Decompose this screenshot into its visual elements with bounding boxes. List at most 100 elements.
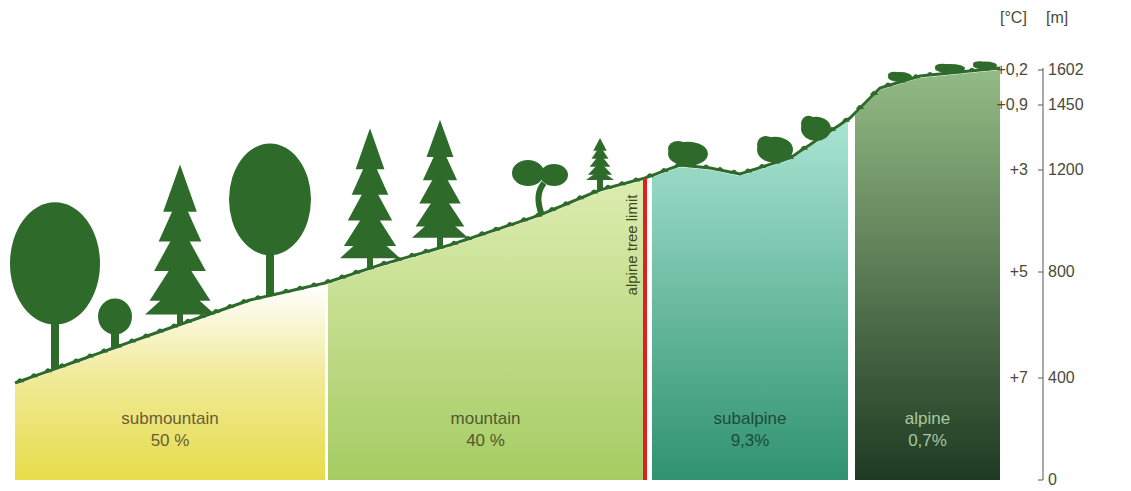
- zone-share: 50 %: [151, 430, 190, 452]
- shrub-tree: [935, 64, 965, 73]
- grass-tuft: [338, 274, 346, 278]
- grass-tuft: [86, 353, 94, 357]
- zone-band: alpine0,7%: [855, 404, 1000, 456]
- grass-tuft: [702, 165, 710, 169]
- grass-tuft: [170, 324, 178, 328]
- zone-band: mountain40 %: [328, 404, 643, 456]
- axis-tick: [1038, 105, 1043, 106]
- grass-tuft: [646, 173, 654, 177]
- axis-tick: [1038, 378, 1043, 379]
- axis-tick: [1038, 272, 1043, 273]
- grass-tuft: [800, 146, 808, 150]
- grass-tuft: [16, 378, 24, 382]
- grass-tuft: [716, 167, 724, 171]
- shrub-tree: [668, 141, 708, 166]
- zone-band: [652, 121, 848, 480]
- zone-band: subalpine9,3%: [652, 404, 848, 456]
- grass-tuft: [296, 286, 304, 290]
- oak-tree: [98, 299, 132, 348]
- ground-line: [15, 68, 1000, 383]
- spruce-tree: [586, 138, 614, 190]
- grass-tuft: [156, 329, 164, 333]
- grass-tuft: [240, 299, 248, 303]
- zone-band: submountain50 %: [15, 404, 325, 456]
- zone-fills: [15, 70, 1000, 480]
- grass-tuft: [926, 72, 934, 76]
- grass-tuft: [870, 91, 878, 95]
- grass-tuft: [548, 207, 556, 211]
- grass-tuft: [744, 168, 752, 172]
- grass-tuft: [352, 270, 360, 274]
- tree-limit-label: alpine tree limit: [623, 195, 641, 296]
- axis-value: 0: [1048, 471, 1057, 489]
- spruce-tree: [412, 120, 468, 248]
- zone-name: mountain: [451, 408, 521, 430]
- axis-unit: [°C]: [1000, 9, 1027, 27]
- shrub-tree: [801, 116, 831, 141]
- spruce-tree: [145, 165, 215, 325]
- grass-tuft: [506, 222, 514, 226]
- shrub-tree: [973, 61, 997, 69]
- grass-tuft: [58, 363, 66, 367]
- zone-share: 40 %: [466, 430, 505, 452]
- grass-tuft: [100, 348, 108, 352]
- axis-value: 800: [1048, 263, 1075, 281]
- axis-tick: [1038, 480, 1043, 481]
- axis-value: +0,2: [996, 61, 1028, 79]
- grass-tuft: [408, 253, 416, 257]
- grass-tuft: [520, 217, 528, 221]
- axis-value: +0,9: [996, 96, 1028, 114]
- grass-tuft: [380, 261, 388, 265]
- axis-unit: [m]: [1046, 9, 1068, 27]
- grass-tuft: [884, 83, 892, 87]
- grass-tuft: [282, 289, 290, 293]
- grass-tuft: [590, 190, 598, 194]
- axis-line: [1043, 68, 1044, 480]
- zone-name: subalpine: [714, 408, 787, 430]
- grass-tuft: [142, 333, 150, 337]
- axis-tick: [1038, 70, 1043, 71]
- grass-tuft: [478, 231, 486, 235]
- grass-tuft: [730, 170, 738, 174]
- grass-tuft: [604, 185, 612, 189]
- grass-tuft: [450, 241, 458, 245]
- axis-value: 400: [1048, 369, 1075, 387]
- grass-tuft: [44, 368, 52, 372]
- axis-value: 1200: [1048, 161, 1084, 179]
- grass-tuft: [30, 373, 38, 377]
- grass-tuft: [758, 164, 766, 168]
- grass-tuft: [562, 201, 570, 205]
- zone-band: [328, 181, 643, 480]
- axis-value: +5: [1010, 263, 1028, 281]
- grass-tuft: [576, 195, 584, 199]
- grass-tuft: [632, 177, 640, 181]
- tree-limit-line: [643, 178, 647, 480]
- axis-tick: [1038, 170, 1043, 171]
- zone-name: submountain: [121, 408, 218, 430]
- grass-tuft: [324, 279, 332, 283]
- zone-share: 0,7%: [908, 430, 947, 452]
- grass-tuft: [912, 74, 920, 78]
- grass-tuft: [422, 249, 430, 253]
- grass-tuft: [310, 282, 318, 286]
- axis-value: +3: [1010, 161, 1028, 179]
- grass-tuft: [72, 358, 80, 362]
- zone-name: alpine: [905, 408, 950, 430]
- grass-tuft: [660, 168, 668, 172]
- grass-tuft: [968, 68, 976, 72]
- grass-tuft: [254, 295, 262, 299]
- grass-tuft: [842, 118, 850, 122]
- axis-ticks: [1038, 70, 1043, 480]
- oak-tree: [10, 202, 100, 369]
- bent-tree: [512, 160, 568, 215]
- axis-value: 1450: [1048, 96, 1084, 114]
- oak-tree: [229, 144, 311, 296]
- axis-value: 1602: [1048, 61, 1084, 79]
- grass-tuft: [618, 181, 626, 185]
- grass-tuft: [226, 304, 234, 308]
- zone-band: [855, 70, 1000, 480]
- grass-tuft: [212, 309, 220, 313]
- shrub-tree: [757, 136, 793, 163]
- grass-tuft: [856, 105, 864, 109]
- vegetation: [10, 61, 1000, 383]
